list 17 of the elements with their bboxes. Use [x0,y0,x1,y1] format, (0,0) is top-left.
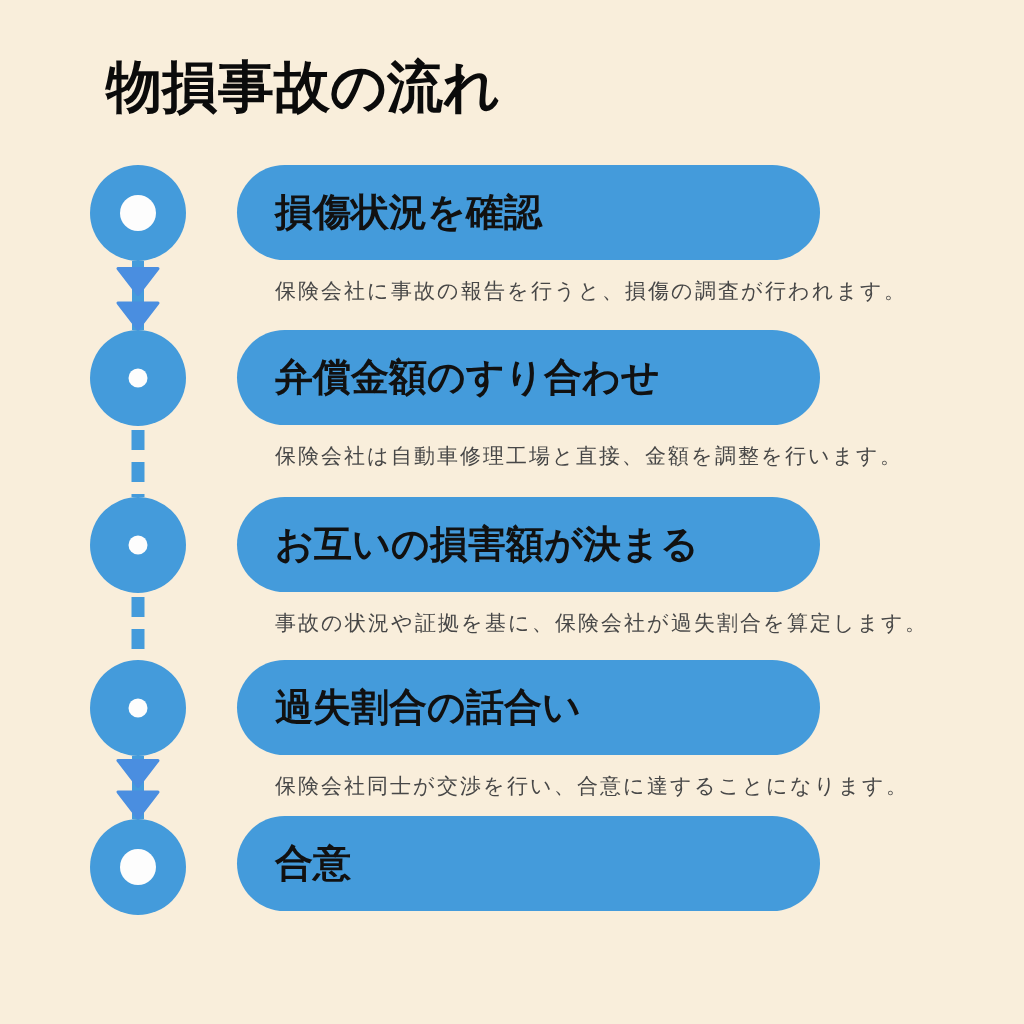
step-circle [90,165,186,261]
step-circle [90,660,186,756]
step-title: 過失割合の話合い [275,684,581,731]
step-title: 合意 [275,840,351,887]
step-title: 弁償金額のすり合わせ [275,354,660,401]
step-description: 保険会社同士が交渉を行い、合意に達することになります。 [275,773,909,800]
arrow [116,756,160,819]
arrow [116,261,160,330]
step-description: 保険会社に事故の報告を行うと、損傷の調査が行われます。 [275,278,907,305]
step-description: 保険会社は自動車修理工場と直接、金額を調整を行います。 [275,443,903,470]
step-circle [90,330,186,426]
step-title: 損傷状況を確認 [275,189,542,236]
title: 物損事故の流れ [106,56,500,118]
step-description: 事故の状況や証拠を基に、保険会社が過失割合を算定します。 [275,610,928,637]
step-circle [90,819,186,915]
step-circle [90,497,186,593]
step-title: お互いの損害額が決まる [275,521,699,568]
